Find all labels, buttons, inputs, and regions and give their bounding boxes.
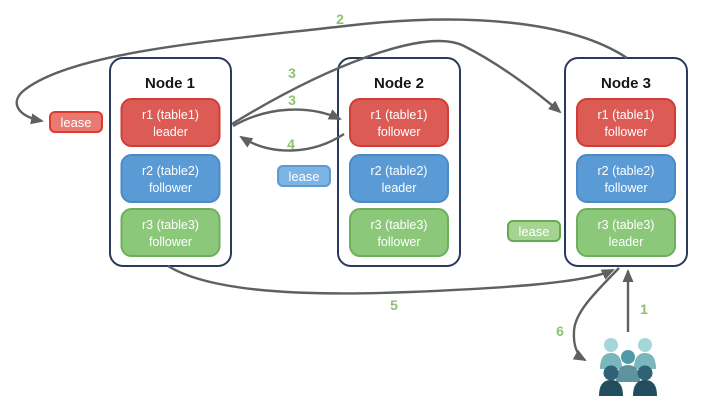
replica-name: r1 (table1) — [371, 108, 428, 122]
replica-name: r3 (table3) — [142, 218, 199, 232]
node3-replica-r2: r2 (table2) follower — [576, 154, 676, 203]
node-3-title: Node 3 — [601, 75, 651, 92]
replica-name: r3 (table3) — [598, 218, 655, 232]
node2-replica-r2: r2 (table2) leader — [349, 154, 449, 203]
replica-box-green — [576, 208, 676, 257]
person-middle — [616, 350, 640, 382]
lease-green-label: lease — [518, 224, 549, 239]
node3-replica-r3: r3 (table3) leader — [576, 208, 676, 257]
node1-replica-r2: r2 (table2) follower — [120, 154, 221, 203]
lease-red-label: lease — [60, 115, 91, 130]
node3-replica-r1: r1 (table1) follower — [576, 98, 676, 147]
replica-name: r2 (table2) — [371, 164, 428, 178]
replica-role: follower — [604, 125, 647, 139]
person-front-left — [599, 365, 623, 396]
arrow-step2-node3-to-lease1 — [15, 18, 628, 125]
replica-role: follower — [604, 181, 647, 195]
replica-role: follower — [149, 235, 192, 249]
users-icon — [599, 338, 657, 396]
lease-red-badge: lease — [49, 111, 103, 133]
arrow-step6-node3-to-users — [572, 267, 620, 362]
replica-role: follower — [377, 125, 420, 139]
lease-blue-label: lease — [288, 169, 319, 184]
node2-replica-r3: r3 (table3) follower — [349, 208, 449, 257]
node1-replica-r1: r1 (table1) leader — [120, 98, 221, 147]
arrow-step5-node1-to-node3 — [167, 264, 615, 295]
replica-box-blue — [120, 154, 221, 203]
lease-blue-badge: lease — [277, 165, 331, 187]
replica-name: r2 (table2) — [142, 164, 199, 178]
replica-box-blue — [576, 154, 676, 203]
person-back-left — [600, 338, 622, 369]
step-label-4: 4 — [287, 136, 295, 152]
replica-box-red — [576, 98, 676, 147]
node-2: Node 2 r1 (table1) follower r2 (table2) … — [337, 57, 461, 267]
node-1-title: Node 1 — [145, 75, 195, 92]
replica-name: r1 (table1) — [598, 108, 655, 122]
replica-box-green — [349, 208, 449, 257]
arrow-step4-node2-to-node1 — [239, 132, 345, 152]
replica-role: leader — [153, 125, 188, 139]
replica-name: r2 (table2) — [598, 164, 655, 178]
replica-role: follower — [377, 235, 420, 249]
replica-name: r3 (table3) — [371, 218, 428, 232]
step-label-3b: 3 — [288, 92, 296, 108]
replica-box-green — [120, 208, 221, 257]
replica-role: leader — [609, 235, 644, 249]
node2-replica-r1: r1 (table1) follower — [349, 98, 449, 147]
lease-green-badge: lease — [507, 220, 561, 242]
step-label-5: 5 — [390, 297, 398, 313]
node1-replica-r3: r3 (table3) follower — [120, 208, 221, 257]
arrow-step3-node1-to-node3 — [231, 39, 562, 126]
node-3: Node 3 r1 (table1) follower r2 (table2) … — [564, 57, 688, 267]
arrow-step3-node1-to-node2 — [232, 108, 342, 128]
step-label-3a: 3 — [288, 65, 296, 81]
step-label-1: 1 — [640, 301, 648, 317]
node-2-title: Node 2 — [374, 75, 424, 92]
replica-box-red — [349, 98, 449, 147]
replica-role: follower — [149, 181, 192, 195]
person-front-right — [633, 365, 657, 396]
replica-name: r1 (table1) — [142, 108, 199, 122]
step-label-2: 2 — [336, 11, 344, 27]
node-1: Node 1 r1 (table1) leader r2 (table2) fo… — [109, 57, 232, 267]
replica-role: leader — [382, 181, 417, 195]
replica-box-red — [120, 98, 221, 147]
step-label-6: 6 — [556, 323, 564, 339]
replica-box-blue — [349, 154, 449, 203]
person-back-right — [634, 338, 656, 369]
